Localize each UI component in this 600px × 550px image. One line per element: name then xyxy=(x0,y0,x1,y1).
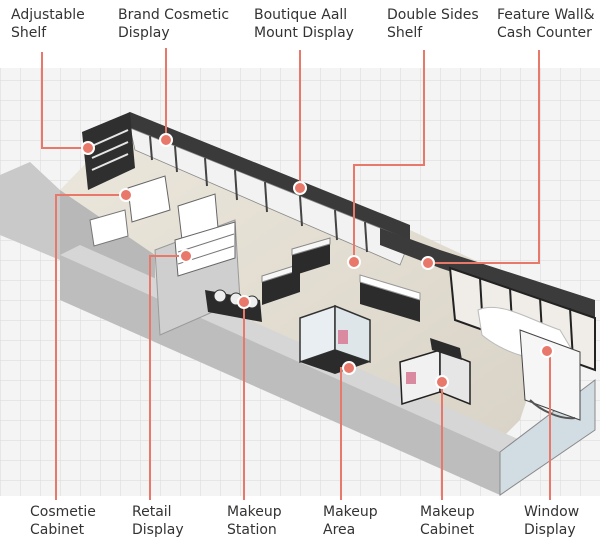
marker-window-display xyxy=(540,344,554,358)
callout-markers xyxy=(81,133,554,389)
label-feature-wall-cash-counter: Feature Wall& Cash Counter xyxy=(497,7,595,41)
cash-counter-top xyxy=(359,274,421,301)
leader-double-sides-shelf xyxy=(353,50,425,262)
cosmetic-cabinets xyxy=(89,175,219,247)
adjustable-shelf-boards xyxy=(91,129,129,171)
cash-counter xyxy=(360,282,420,322)
leader-cosmetie-cabinet xyxy=(55,194,126,500)
label-window-display: Window Display xyxy=(524,504,580,538)
marker-brand-cosmetic-display xyxy=(159,133,173,147)
marker-makeup-area xyxy=(342,361,356,375)
leader-retail-display xyxy=(149,255,186,500)
leader-adjustable-shelf xyxy=(41,52,88,149)
label-boutique-wall-mount-display: Boutique Aall Mount Display xyxy=(254,7,354,41)
label-makeup-area: Makeup Area xyxy=(323,504,378,538)
marker-retail-display xyxy=(179,249,193,263)
back-wall-shelves xyxy=(149,135,368,253)
left-outer-wall xyxy=(0,162,60,260)
label-makeup-cabinet: Makeup Cabinet xyxy=(420,504,475,538)
marker-adjustable-shelf xyxy=(81,141,95,155)
label-double-sides-shelf: Double Sides Shelf xyxy=(387,7,479,41)
center-islands xyxy=(261,237,331,305)
marker-feature-wall-cash-counter xyxy=(421,256,435,270)
marker-boutique-wall-mount-display xyxy=(293,181,307,195)
marker-cosmetie-cabinet xyxy=(119,188,133,202)
marker-makeup-cabinet xyxy=(435,375,449,389)
leader-feature-wall-cash-counter xyxy=(428,50,540,264)
makeup-area-cases xyxy=(299,304,371,374)
label-brand-cosmetic-display: Brand Cosmetic Display xyxy=(118,7,230,41)
callout-leaders xyxy=(41,48,551,500)
label-cosmetie-cabinet: Cosmetie Cabinet xyxy=(30,504,96,538)
label-retail-display: Retail Display xyxy=(132,504,184,538)
right-wall xyxy=(380,228,595,320)
makeup-cabinet-unit xyxy=(399,338,471,406)
marker-makeup-station xyxy=(237,295,251,309)
label-makeup-station: Makeup Station xyxy=(227,504,282,538)
marker-double-sides-shelf xyxy=(347,255,361,269)
label-adjustable-shelf: Adjustable Shelf xyxy=(11,7,85,41)
back-wall-face xyxy=(129,127,411,266)
